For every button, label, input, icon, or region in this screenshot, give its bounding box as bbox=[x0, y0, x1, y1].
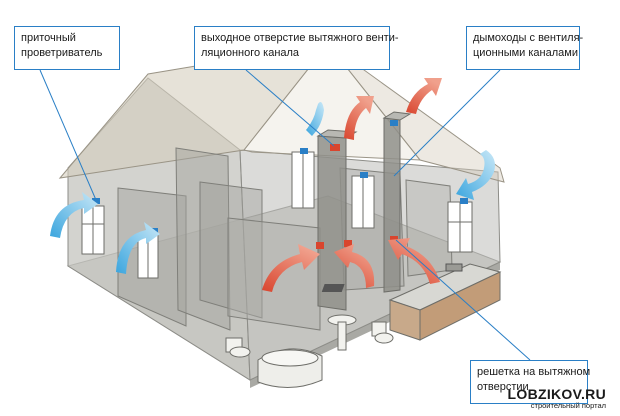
partition-2 bbox=[175, 147, 231, 331]
site-name: LOBZIKOV.RU bbox=[507, 386, 606, 402]
callout-exhaust-grille: решетка на вытяжном отверстии bbox=[470, 360, 591, 404]
toilet-icon-left bbox=[225, 337, 251, 358]
callout-chimneys: дымоходы с вентиля- ционными каналами bbox=[466, 26, 584, 70]
site-branding: LOBZIKOV.RU строительный портал bbox=[508, 386, 606, 410]
supply-air-arrow-3 bbox=[306, 102, 324, 136]
kitchen-counter-side bbox=[419, 271, 501, 341]
exhaust-air-arrow-2 bbox=[334, 244, 375, 288]
supply-vent-icon-5 bbox=[460, 198, 468, 204]
bathtub-icon bbox=[257, 348, 323, 389]
partition-3 bbox=[199, 181, 263, 319]
toilet-icon-right bbox=[371, 321, 394, 344]
stove-icon bbox=[321, 284, 345, 292]
leader-chimneys bbox=[393, 69, 501, 177]
chimney-left bbox=[317, 135, 347, 311]
callout-text-line: ционными каналами bbox=[473, 47, 578, 59]
exhaust-air-arrow-5 bbox=[406, 78, 442, 114]
supply-air-arrow-1 bbox=[50, 192, 98, 238]
callout-text-line: приточный bbox=[21, 32, 76, 44]
supply-vent-icon-3 bbox=[300, 148, 308, 154]
callout-text-line: ляционного канала bbox=[201, 47, 300, 59]
roof-front bbox=[243, 43, 422, 161]
supply-vent-icon-4 bbox=[360, 172, 368, 178]
window-right bbox=[447, 201, 473, 253]
callout-exhaust-outlet: выходное отверстие вытяжного венти- ляци… bbox=[194, 26, 399, 70]
exhaust-outlet-icon-2 bbox=[390, 120, 398, 126]
window-left-1 bbox=[81, 205, 105, 255]
supply-air-arrow-4 bbox=[456, 150, 495, 200]
callout-text-line: отверстии bbox=[477, 381, 529, 393]
callout-text-line: решетка на вытяжном bbox=[477, 366, 591, 378]
exhaust-air-arrow-3 bbox=[388, 238, 440, 284]
leader-exhaust-grille bbox=[395, 239, 531, 361]
supply-vent-icon-1 bbox=[92, 198, 100, 204]
chimney-right bbox=[383, 117, 401, 293]
window-back-1 bbox=[291, 151, 315, 209]
exhaust-grille-icon-1 bbox=[316, 242, 324, 249]
leader-supply-ventilator bbox=[39, 69, 97, 201]
sink-icon bbox=[445, 263, 463, 272]
callout-supply-ventilator: приточный проветриватель bbox=[14, 26, 120, 70]
partition-6 bbox=[405, 179, 453, 277]
exhaust-grille-icon-2 bbox=[344, 240, 352, 247]
exhaust-outlet-icon-1 bbox=[330, 144, 340, 151]
callout-text-line: выходное отверстие вытяжного венти- bbox=[201, 32, 399, 44]
washbasin-icon bbox=[327, 314, 357, 351]
callout-text-line: дымоходы с вентиля- bbox=[473, 32, 584, 44]
leader-exhaust-outlet bbox=[245, 69, 335, 147]
callout-text-line: проветриватель bbox=[21, 47, 103, 59]
supply-air-arrow-2 bbox=[116, 222, 160, 274]
window-back-2 bbox=[351, 175, 375, 229]
site-tagline: строительный портал bbox=[530, 401, 606, 410]
exhaust-air-arrow-1 bbox=[262, 244, 320, 292]
exhaust-air-arrow-4 bbox=[344, 96, 374, 140]
chimney-right-top bbox=[382, 111, 412, 121]
